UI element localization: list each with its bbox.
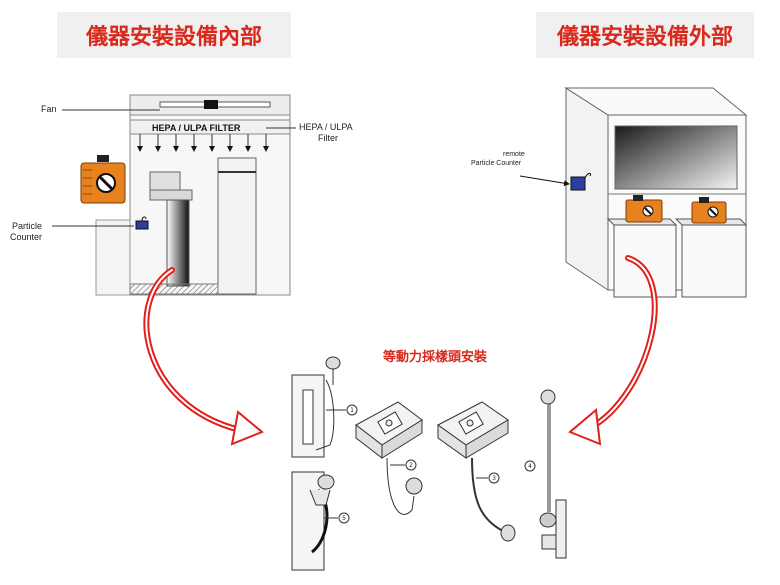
instrument-icon	[691, 197, 727, 224]
filter-band-label: HEPA / ULPA FILTER	[152, 123, 241, 133]
remote-label-line2: Particle Counter	[471, 160, 522, 167]
fan-label: Fan	[41, 104, 57, 114]
probe-install-title: 等動力採樣頭安裝	[382, 350, 487, 365]
probe-number: 2	[409, 462, 413, 469]
probe-number: 3	[492, 475, 496, 482]
outside-equipment-diagram	[519, 87, 748, 298]
outside-title: 儀器安裝設備外部	[536, 12, 754, 58]
filter-label-line1: HEPA / ULPA	[299, 122, 353, 132]
fan-icon	[204, 100, 218, 109]
inside-bench-diagram	[52, 94, 296, 296]
particle-counter-label-line2: Counter	[10, 232, 43, 242]
probe-number: 4	[528, 463, 532, 470]
filter-label-line2: Filter	[318, 133, 338, 143]
remote-label-line1: remote	[503, 151, 525, 158]
probe-illustrations	[291, 356, 567, 571]
red-arrow-right	[568, 255, 658, 446]
instrument-icon	[625, 195, 663, 223]
particle-counter-label-line1: Particle	[12, 221, 43, 231]
red-arrow-left	[143, 267, 264, 446]
probe-number: 1	[350, 407, 354, 414]
inside-title: 儀器安裝設備內部	[57, 12, 291, 58]
remote-counter-icon	[570, 176, 586, 191]
probe-number: 5	[342, 515, 346, 522]
particle-counter-icon	[135, 220, 149, 230]
